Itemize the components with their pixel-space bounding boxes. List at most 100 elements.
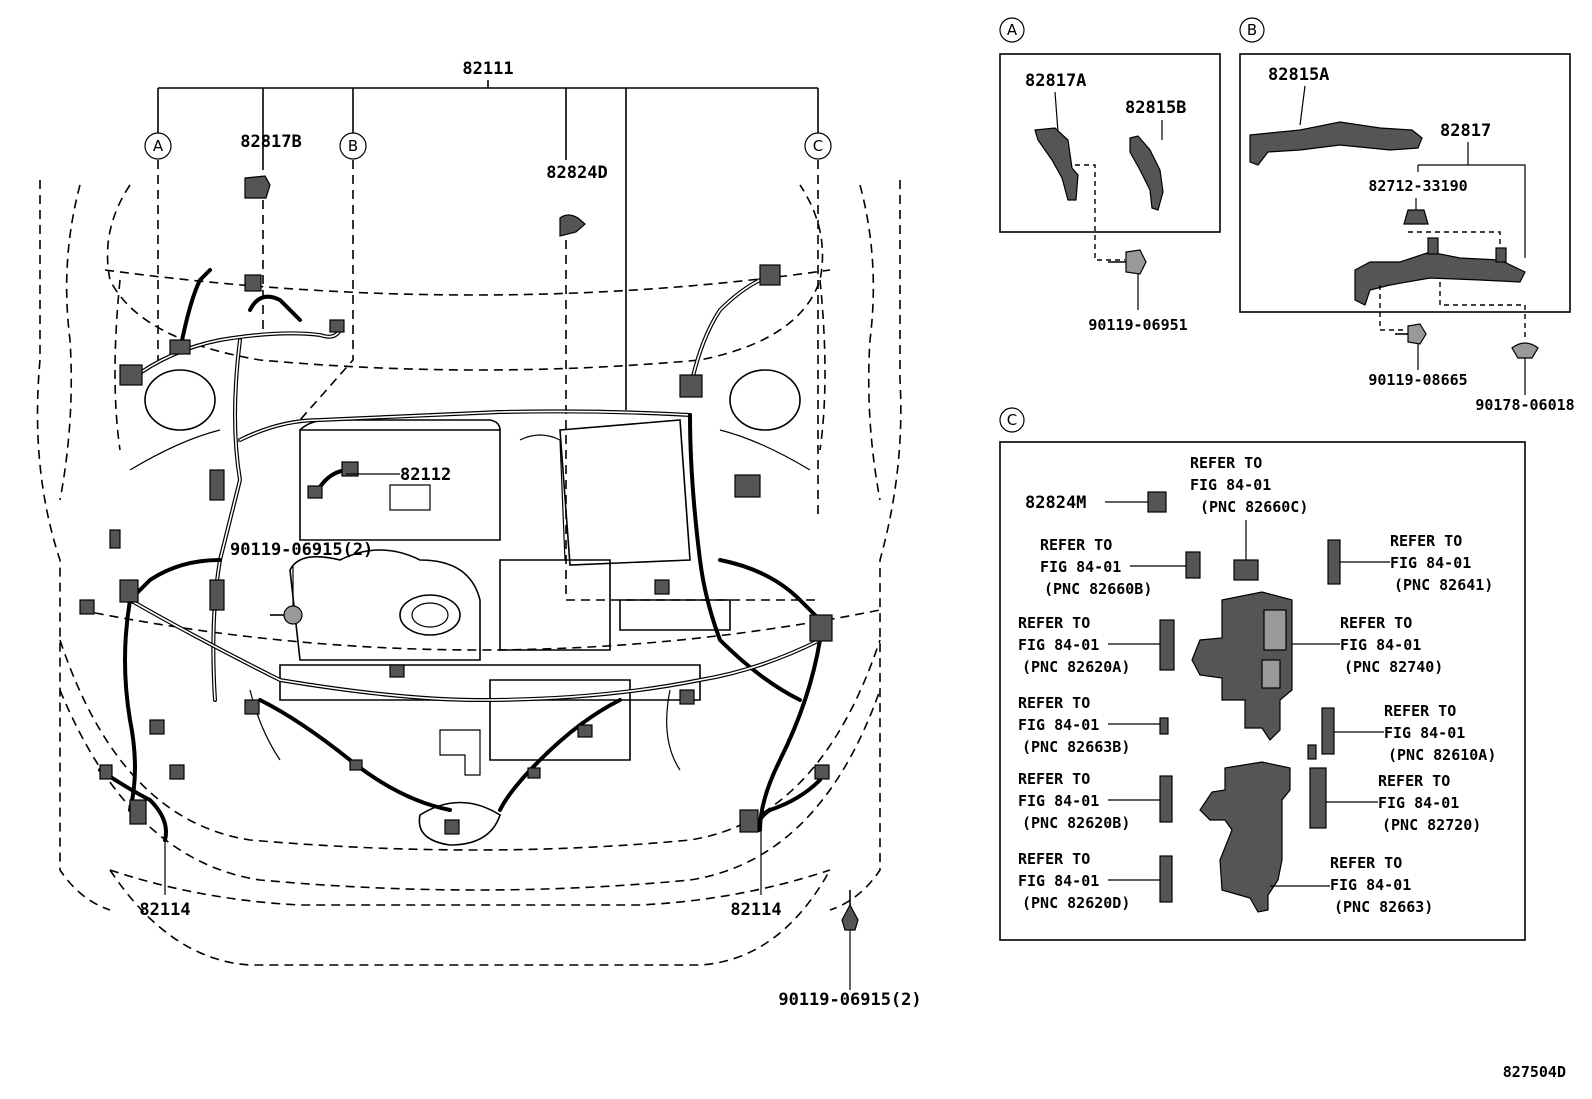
label-90178-06018: 90178-06018 [1475,396,1574,414]
clip-82712-33190-icon [1403,198,1429,225]
detail-b: B 82815A 82817 82712-33190 90119-08665 [1239,17,1575,414]
fuse-82610a-icon [1307,707,1335,760]
detail-c-box [999,441,1526,941]
label-90119-06951: 90119-06951 [1088,316,1187,334]
fuse-82620d-icon [1159,855,1173,903]
svg-text:FIG 84-01: FIG 84-01 [1018,872,1099,890]
label-82114-left: 82114 [139,900,190,920]
label-90119-08665: 90119-08665 [1368,371,1467,389]
ref-82720: REFER TO FIG 84-01 (PNC 82720) [1326,772,1481,834]
svg-text:REFER TO: REFER TO [1340,614,1412,632]
label-82815b: 82815B [1125,98,1186,118]
detail-c-tag: C [1007,411,1017,429]
svg-text:FIG 84-01: FIG 84-01 [1018,636,1099,654]
harness-bracket [157,80,819,410]
svg-text:FIG 84-01: FIG 84-01 [1378,794,1459,812]
ref-82660c: REFER TO FIG 84-01 (PNC 82660C) [1190,454,1308,516]
fuse-82663b-icon [1159,717,1169,735]
svg-text:(PNC 82663): (PNC 82663) [1334,898,1433,916]
svg-text:FIG 84-01: FIG 84-01 [1018,792,1099,810]
label-82114-right: 82114 [730,900,781,920]
sub-harness-82112-icon [307,461,359,499]
svg-text:(PNC 82660B): (PNC 82660B) [1044,580,1152,598]
fuse-82720-icon [1309,767,1327,829]
callout-b-circle: B [339,132,367,160]
detail-c: C 82824M [999,407,1526,941]
engine-components [129,369,811,846]
svg-text:FIG 84-01: FIG 84-01 [1384,724,1465,742]
callout-a-circle: A [144,132,172,160]
label-82817a: 82817A [1025,71,1086,91]
svg-text:A: A [153,137,164,155]
bolt-90119-08665-icon [1395,323,1427,345]
svg-text:REFER TO: REFER TO [1384,702,1456,720]
fuse-82620a-icon [1159,619,1175,671]
clip-82824m-icon [1147,491,1167,513]
ref-82663: REFER TO FIG 84-01 (PNC 82663) [1270,854,1433,916]
svg-text:(PNC 82720): (PNC 82720) [1382,816,1481,834]
svg-text:REFER TO: REFER TO [1330,854,1402,872]
svg-text:REFER TO: REFER TO [1040,536,1112,554]
figure-id: 827504D [1503,1063,1566,1081]
svg-text:(PNC 82620D): (PNC 82620D) [1022,894,1130,912]
svg-text:(PNC 82641): (PNC 82641) [1394,576,1493,594]
bracket-82817-icon [1354,237,1526,306]
label-82817b: 82817B [240,132,301,152]
label-82815a: 82815A [1268,65,1329,85]
svg-text:FIG 84-01: FIG 84-01 [1390,554,1471,572]
fuse-82660b-icon [1185,551,1201,579]
svg-text:FIG 84-01: FIG 84-01 [1018,716,1099,734]
fuse-82620b-icon [1159,775,1173,823]
ref-82620a: REFER TO FIG 84-01 (PNC 82620A) [1018,614,1160,676]
svg-text:(PNC 82740): (PNC 82740) [1344,658,1443,676]
junction-block-icon [1199,761,1291,913]
label-90119-06915-lower: 90119-06915(2) [778,990,921,1010]
ref-82663b: REFER TO FIG 84-01 (PNC 82663B) [1018,694,1160,756]
detail-a-tag: A [1007,21,1018,39]
svg-text:FIG 84-01: FIG 84-01 [1330,876,1411,894]
label-82112: 82112 [400,465,451,485]
svg-text:FIG 84-01: FIG 84-01 [1340,636,1421,654]
ref-82740: REFER TO FIG 84-01 (PNC 82740) [1292,614,1443,676]
callout-c-circle: C [804,132,832,160]
svg-text:REFER TO: REFER TO [1390,532,1462,550]
main-view: 82111 A B C [36,59,922,1010]
harness-label-82111: 82111 [462,59,513,79]
svg-text:FIG 84-01: FIG 84-01 [1040,558,1121,576]
label-82817: 82817 [1440,121,1491,141]
bolt-lower-icon [841,890,859,931]
detail-a-box [999,53,1221,233]
harness-connectors [79,264,833,835]
fuse-82641-icon [1327,539,1341,585]
svg-text:(PNC 82663B): (PNC 82663B) [1022,738,1130,756]
bolt-upper-icon [270,605,303,625]
vehicle-body-outline [36,180,902,966]
connector-82817b-icon [244,175,271,199]
detail-b-tag: B [1247,21,1257,39]
svg-text:(PNC 82620B): (PNC 82620B) [1022,814,1130,832]
svg-text:C: C [813,137,823,155]
relay-82660c-icon [1233,520,1259,581]
svg-text:REFER TO: REFER TO [1018,614,1090,632]
detail-a: A 82817A 82815B 90119-06951 [999,17,1221,334]
ref-82641: REFER TO FIG 84-01 (PNC 82641) [1340,532,1493,594]
connector-82824d-icon [559,214,586,237]
label-82824d: 82824D [546,163,607,183]
bracket-82815a-icon [1249,121,1423,166]
label-82712-33190: 82712-33190 [1368,177,1467,195]
ref-82620d: REFER TO FIG 84-01 (PNC 82620D) [1018,850,1160,912]
ref-82620b: REFER TO FIG 84-01 (PNC 82620B) [1018,770,1160,832]
ref-82660b: REFER TO FIG 84-01 (PNC 82660B) [1040,536,1186,598]
bracket-82817a-icon [1034,127,1079,201]
svg-text:REFER TO: REFER TO [1378,772,1450,790]
svg-text:REFER TO: REFER TO [1190,454,1262,472]
wire-harness-runs [98,268,822,842]
bracket-82815b-icon [1129,135,1164,211]
relay-block-icon [1191,591,1293,741]
detail-b-box [1239,53,1571,313]
svg-text:FIG 84-01: FIG 84-01 [1190,476,1271,494]
svg-text:REFER TO: REFER TO [1018,770,1090,788]
svg-text:(PNC 82660C): (PNC 82660C) [1200,498,1308,516]
label-82824m: 82824M [1025,493,1086,513]
